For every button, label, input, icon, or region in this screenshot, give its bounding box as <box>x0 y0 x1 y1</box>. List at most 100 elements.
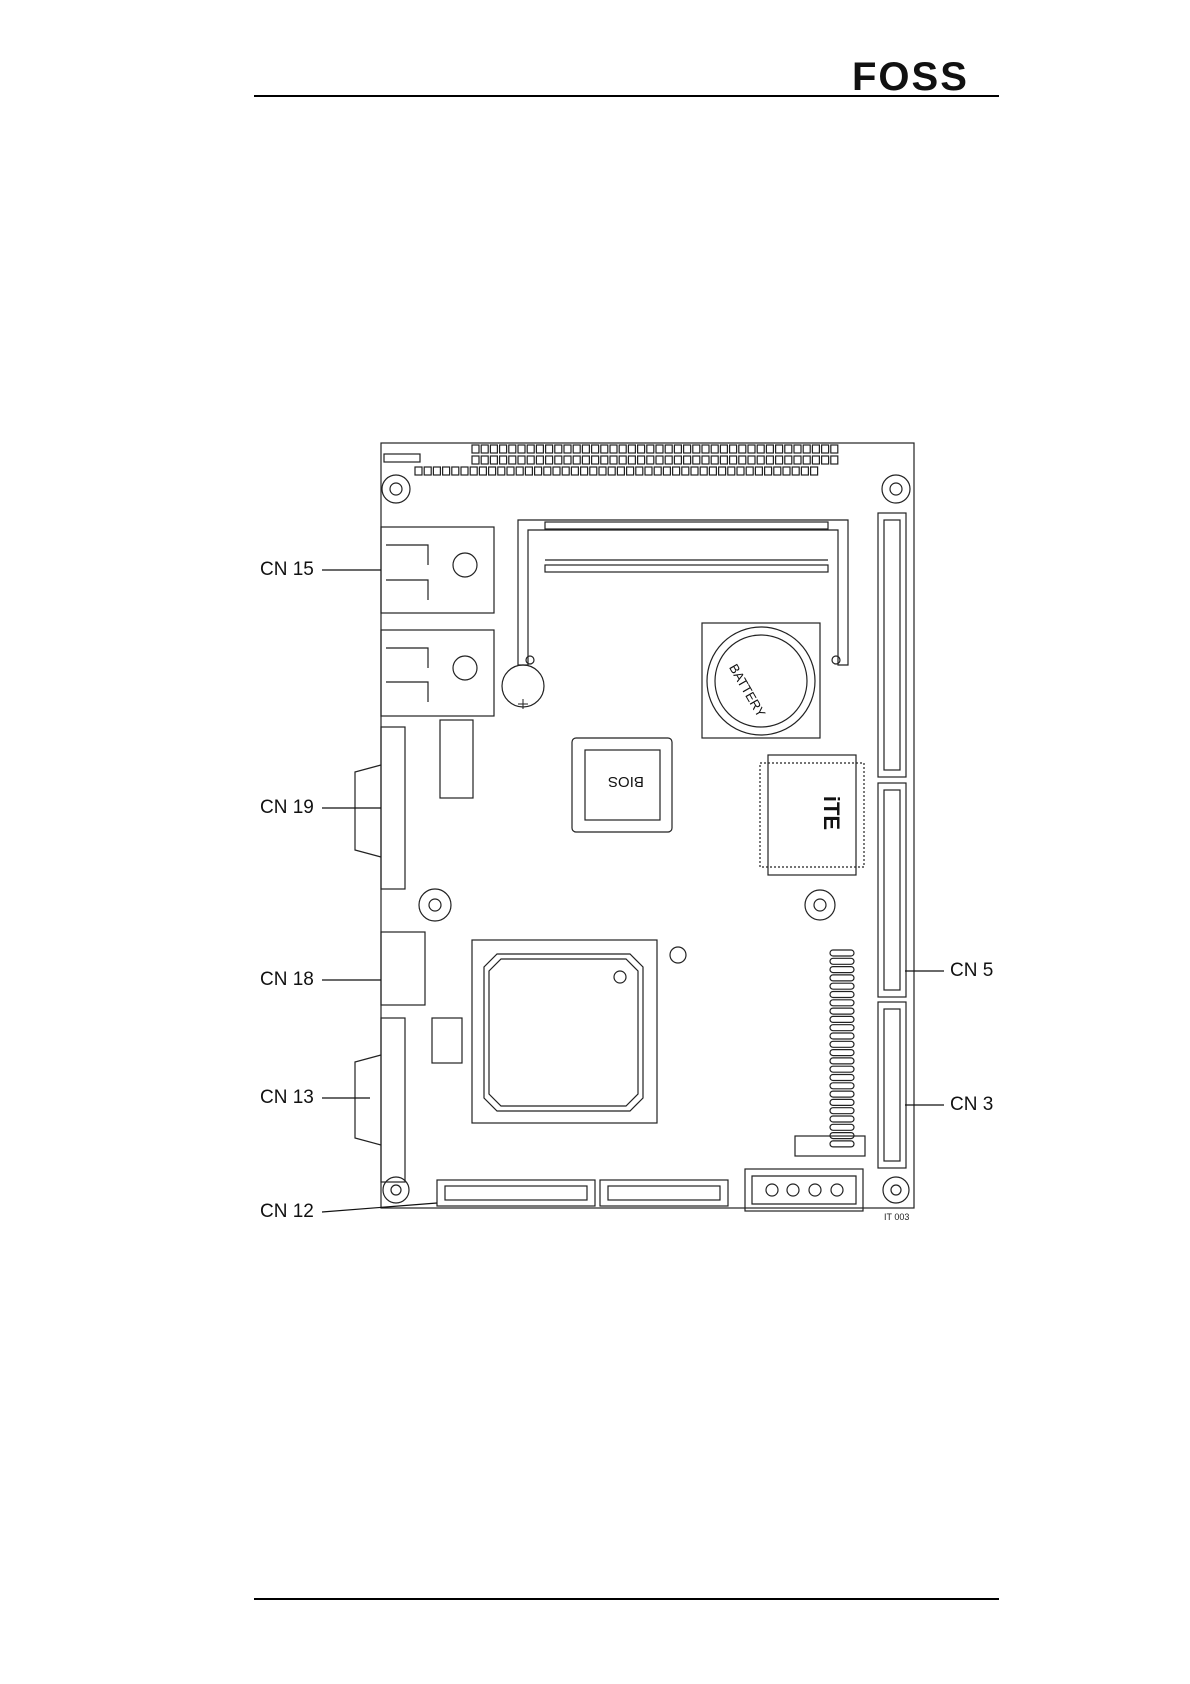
pin <box>728 467 735 475</box>
pin <box>573 456 580 464</box>
jumper-pin <box>830 1116 854 1122</box>
jumper-pin <box>830 992 854 998</box>
pin <box>673 467 680 475</box>
pin <box>803 445 810 453</box>
pin <box>581 467 588 475</box>
figure-id-label: IT 003 <box>884 1212 909 1222</box>
pin <box>555 456 562 464</box>
pin <box>546 456 553 464</box>
pin <box>737 467 744 475</box>
pin <box>794 456 801 464</box>
pin <box>424 467 431 475</box>
pin <box>433 467 440 475</box>
pin <box>831 445 838 453</box>
pin <box>709 467 716 475</box>
pin <box>619 456 626 464</box>
pin <box>674 456 681 464</box>
jumper-pin <box>830 983 854 989</box>
superio-chip <box>760 755 864 875</box>
pin <box>518 456 525 464</box>
pin <box>452 467 459 475</box>
jumper-pin <box>830 950 854 956</box>
pin <box>654 467 661 475</box>
audio-jack-cn18 <box>381 932 425 1005</box>
mounting-hole-top-right <box>882 475 910 503</box>
top-pin-header <box>415 445 838 475</box>
jumper-pin <box>830 1075 854 1081</box>
jumper-pin <box>830 1091 854 1097</box>
label-cn12: CN 12 <box>260 1202 314 1222</box>
pin <box>564 445 571 453</box>
pin <box>748 456 755 464</box>
pin <box>481 456 488 464</box>
pin <box>535 467 542 475</box>
pin <box>573 445 580 453</box>
pin <box>757 456 764 464</box>
pin <box>730 445 737 453</box>
pin <box>674 445 681 453</box>
jumper-column <box>830 950 854 1147</box>
pin <box>822 456 829 464</box>
right-header-cn3 <box>878 1002 906 1168</box>
pin <box>656 445 663 453</box>
ite-silk-label: iTE <box>818 796 844 830</box>
pin <box>509 445 516 453</box>
jumper-pin <box>830 1066 854 1072</box>
pin <box>536 456 543 464</box>
pin <box>645 467 652 475</box>
pin <box>472 456 479 464</box>
pin <box>831 456 838 464</box>
jumper-pin <box>830 1016 854 1022</box>
pin <box>525 467 532 475</box>
pin <box>470 467 477 475</box>
pin <box>555 445 562 453</box>
pin <box>509 456 516 464</box>
mounting-hole-mid-right <box>805 890 835 920</box>
jumper-pin <box>830 1124 854 1130</box>
ide-header-bottom-2 <box>600 1180 728 1206</box>
pin <box>755 467 762 475</box>
pin <box>719 467 726 475</box>
battery-holder <box>702 623 820 738</box>
sodimm-slot <box>518 520 848 665</box>
pin <box>481 445 488 453</box>
pin <box>489 467 496 475</box>
pin <box>774 467 781 475</box>
pin <box>415 467 422 475</box>
bios-silk-label: BIOS <box>608 773 644 790</box>
jumper-pin <box>830 1041 854 1047</box>
jumper-pin <box>830 958 854 964</box>
pin <box>682 467 689 475</box>
pin <box>461 467 468 475</box>
pin <box>702 456 709 464</box>
jumper-pin <box>830 1025 854 1031</box>
pin <box>443 467 450 475</box>
pin <box>812 456 819 464</box>
pin <box>803 456 810 464</box>
pin <box>691 467 698 475</box>
pin <box>766 445 773 453</box>
right-header-cn5 <box>878 783 906 997</box>
pin <box>711 456 718 464</box>
pin <box>647 445 654 453</box>
pin <box>582 456 589 464</box>
pin <box>527 445 534 453</box>
pin <box>746 467 753 475</box>
mounting-hole-bottom-right <box>883 1177 909 1203</box>
pin <box>638 445 645 453</box>
pin <box>562 467 569 475</box>
serial-port-cn19 <box>355 720 473 889</box>
pin <box>693 445 700 453</box>
pin <box>702 445 709 453</box>
pin <box>785 445 792 453</box>
pin <box>536 445 543 453</box>
pin <box>610 456 617 464</box>
pin <box>765 467 772 475</box>
pin <box>619 445 626 453</box>
pin <box>518 445 525 453</box>
jumper-pin <box>830 1050 854 1056</box>
pin <box>822 445 829 453</box>
pin <box>553 467 560 475</box>
pin <box>739 456 746 464</box>
